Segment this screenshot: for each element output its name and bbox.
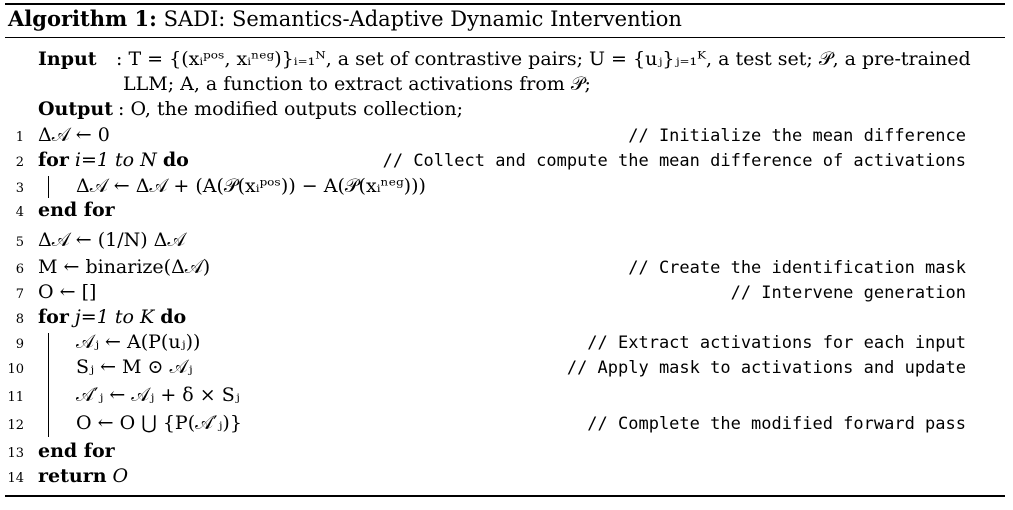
line-code: Sⱼ ← M ⊙ 𝒜ⱼ	[76, 356, 193, 378]
return-value: O	[106, 465, 129, 487]
line-code: Δ𝒜 ← Δ𝒜 + (A(𝒫(xᵢᵖᵒˢ)) − A(𝒫(xᵢⁿᵉᵍ)))	[76, 175, 426, 197]
line-number: 8	[15, 312, 24, 327]
line-code: 𝒜′ⱼ ← 𝒜ⱼ + δ × Sⱼ	[76, 384, 240, 406]
header-rule	[5, 37, 1005, 38]
line-code: O ← []	[38, 281, 97, 303]
algo-line-8: 8 for j=1 to K do	[0, 306, 1013, 331]
line-code: for j=1 to K do	[38, 306, 186, 328]
keyword-do: do	[162, 149, 189, 171]
algorithm-name: SADI: Semantics-Adaptive Dynamic Interve…	[163, 7, 682, 31]
line-number: 13	[7, 446, 24, 461]
line-number: 1	[15, 130, 24, 145]
algo-line-11: 11 𝒜′ⱼ ← 𝒜ⱼ + δ × Sⱼ	[0, 384, 1013, 409]
line-code: return O	[38, 465, 128, 487]
algorithm-title: Algorithm 1: SADI: Semantics-Adaptive Dy…	[8, 6, 682, 31]
line-comment: // Initialize the mean difference	[628, 126, 966, 146]
line-number: 11	[7, 390, 24, 405]
input-line-1: Input : T = {(xᵢᵖᵒˢ, xᵢⁿᵉᵍ)}ᵢ₌₁ᴺ, a set o…	[38, 48, 971, 70]
loop-range: i=1 to N	[68, 149, 163, 171]
algo-line-10: 10 Sⱼ ← M ⊙ 𝒜ⱼ // Apply mask to activati…	[0, 356, 1013, 381]
line-code: Δ𝒜 ← (1/N) Δ𝒜	[38, 229, 186, 251]
line-code: Δ𝒜 ← 0	[38, 124, 110, 146]
line-code: M ← binarize(Δ𝒜)	[38, 256, 211, 278]
input-label: Input	[38, 48, 97, 70]
line-code: end for	[38, 199, 115, 221]
line-code: 𝒜ⱼ ← A(P(uⱼ))	[76, 331, 201, 353]
algo-line-9: 9 𝒜ⱼ ← A(P(uⱼ)) // Extract activations f…	[0, 331, 1013, 356]
line-comment: // Intervene generation	[730, 283, 966, 303]
line-number: 5	[15, 235, 24, 250]
top-rule	[5, 3, 1005, 5]
line-number: 6	[15, 262, 24, 277]
bottom-rule	[5, 495, 1005, 497]
input-text-2: LLM; A, a function to extract activation…	[123, 73, 591, 95]
output-line: Output: O, the modified outputs collecti…	[38, 98, 463, 120]
line-number: 9	[15, 337, 24, 352]
line-comment: // Create the identification mask	[628, 258, 966, 278]
line-comment: // Extract activations for each input	[587, 333, 966, 353]
output-label: Output	[38, 98, 114, 120]
input-text-1: : T = {(xᵢᵖᵒˢ, xᵢⁿᵉᵍ)}ᵢ₌₁ᴺ, a set of con…	[116, 48, 971, 70]
algorithm-label: Algorithm 1:	[8, 6, 157, 31]
algo-line-6: 6 M ← binarize(Δ𝒜) // Create the identif…	[0, 256, 1013, 281]
line-code: for i=1 to N do	[38, 149, 189, 171]
algo-line-12: 12 O ← O ⋃ {P(𝒜′ⱼ)} // Complete the modi…	[0, 412, 1013, 437]
line-code: O ← O ⋃ {P(𝒜′ⱼ)}	[76, 412, 242, 434]
line-number: 12	[7, 418, 24, 433]
keyword-for: for	[38, 149, 69, 171]
keyword-do: do	[160, 306, 187, 328]
loop-bar-2	[48, 333, 49, 437]
algo-line-5: 5 Δ𝒜 ← (1/N) Δ𝒜	[0, 229, 1013, 254]
line-number: 7	[15, 287, 24, 302]
line-number: 3	[15, 181, 24, 196]
loop-bar-1	[48, 176, 49, 198]
line-number: 10	[7, 362, 24, 377]
line-comment: // Collect and compute the mean differen…	[382, 151, 966, 171]
algo-line-4: 4 end for	[0, 199, 1013, 224]
algo-line-14: 14 return O	[0, 465, 1013, 490]
line-number: 2	[15, 155, 24, 170]
line-number: 14	[7, 471, 24, 486]
input-line-2: LLM; A, a function to extract activation…	[123, 73, 591, 95]
algo-line-1: 1 Δ𝒜 ← 0 // Initialize the mean differen…	[0, 124, 1013, 149]
algo-line-13: 13 end for	[0, 440, 1013, 465]
keyword-return: return	[38, 465, 107, 487]
line-comment: // Apply mask to activations and update	[566, 358, 966, 378]
line-number: 4	[15, 205, 24, 220]
keyword-for: for	[38, 306, 69, 328]
algo-line-7: 7 O ← [] // Intervene generation	[0, 281, 1013, 306]
algo-line-3: 3 Δ𝒜 ← Δ𝒜 + (A(𝒫(xᵢᵖᵒˢ)) − A(𝒫(xᵢⁿᵉᵍ)))	[0, 175, 1013, 200]
output-text: : O, the modified outputs collection;	[118, 98, 463, 120]
line-comment: // Complete the modified forward pass	[587, 414, 966, 434]
loop-range: j=1 to K	[68, 306, 161, 328]
algo-line-2: 2 for i=1 to N do // Collect and compute…	[0, 149, 1013, 174]
line-code: end for	[38, 440, 115, 462]
